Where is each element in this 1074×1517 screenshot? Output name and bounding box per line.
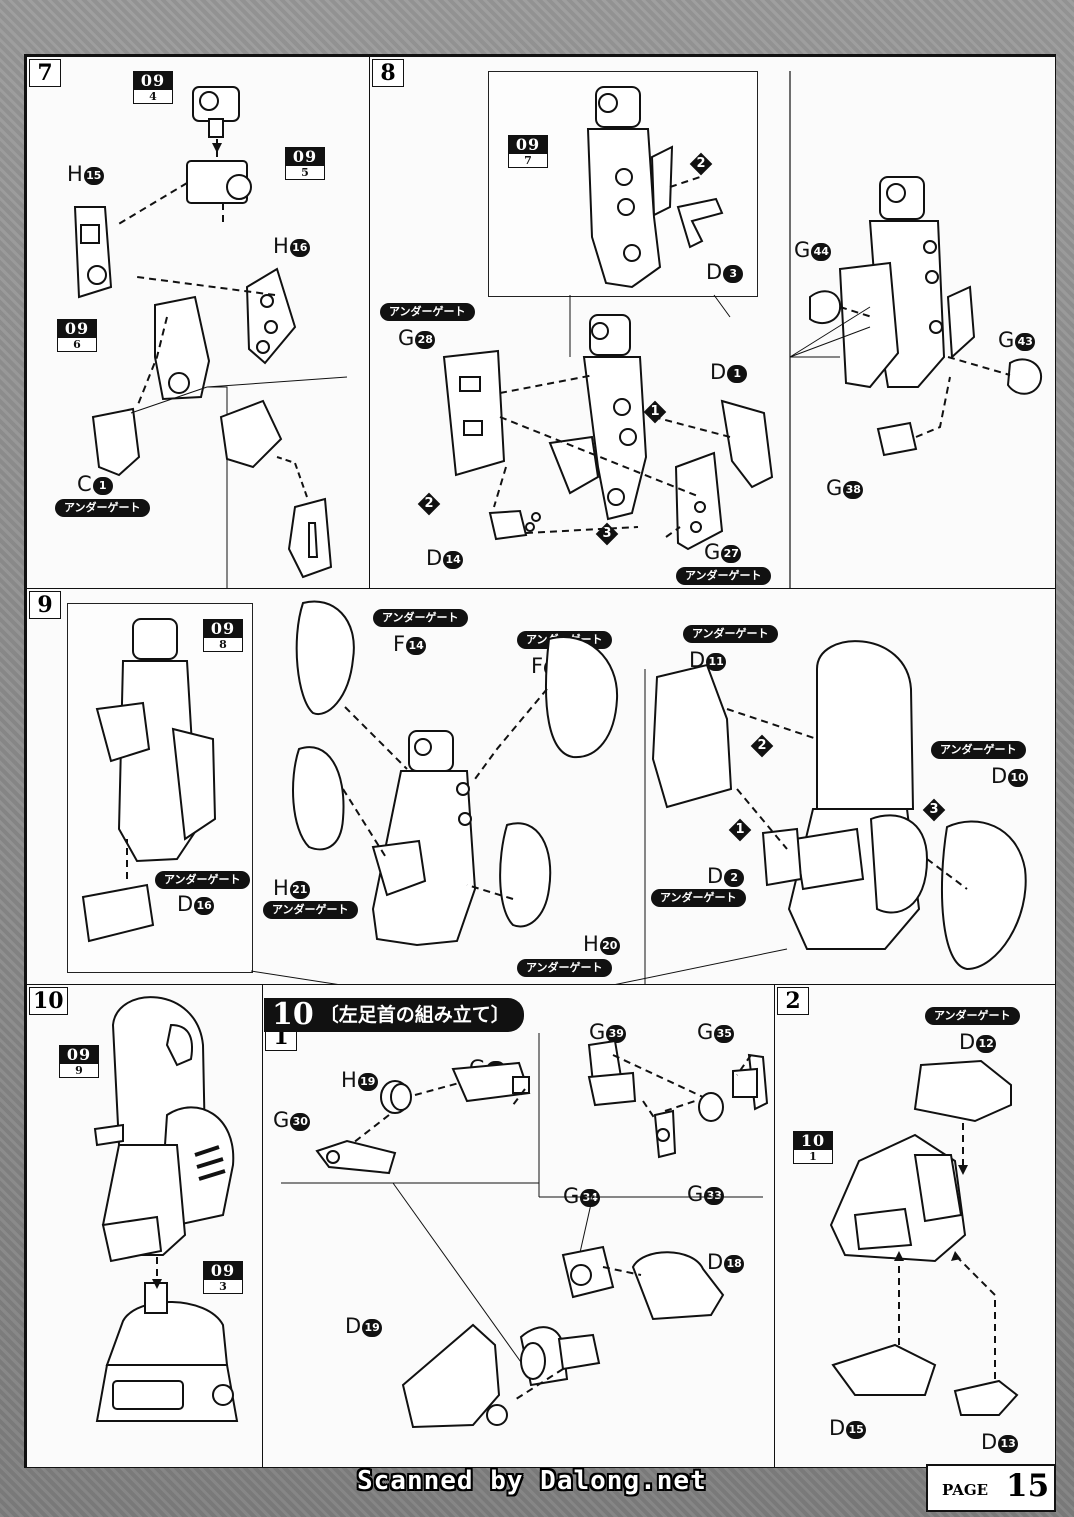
step-9-illustration	[81, 600, 1027, 990]
order-marker: 1	[728, 818, 752, 842]
reference-tag: 09 3	[203, 1261, 243, 1294]
step-8-illustration	[442, 71, 1043, 589]
reference-tag: 09 7	[508, 135, 548, 168]
under-gate-tag: アンダーゲート	[517, 959, 612, 977]
step-number: 10	[29, 987, 68, 1015]
step-10-panel: 10 09 9 09 3	[26, 984, 264, 1468]
page-number-box: PAGE 15	[926, 1464, 1056, 1512]
step-9-panel: 9 09 8 アンダーゲート D16 アンダーゲート F14 アンダーゲート F…	[26, 588, 1056, 990]
under-gate-tag: アンダーゲート	[380, 303, 475, 321]
scan-credit: Scanned by Dalong.net	[357, 1466, 707, 1496]
page-word: PAGE	[942, 1481, 989, 1499]
under-gate-tag: アンダーゲート	[155, 871, 250, 889]
step-number: 8	[372, 59, 404, 87]
step-7-illustration	[73, 86, 348, 589]
order-marker: 3	[922, 798, 946, 822]
reference-tag: 09 5	[285, 147, 325, 180]
under-gate-tag: アンダーゲート	[683, 625, 778, 643]
sub-step-1-illustration	[281, 1033, 769, 1429]
page-number: 15	[1006, 1468, 1050, 1504]
sub-step-2-illustration	[829, 1059, 1019, 1416]
reference-tag: 09 6	[57, 319, 97, 352]
order-marker: 3	[595, 522, 619, 546]
step-number: 7	[29, 59, 61, 87]
assembly-section-header: 10〔左足首の組み立て〕	[264, 998, 524, 1032]
reference-tag: 09 8	[203, 619, 243, 652]
order-marker: 2	[750, 734, 774, 758]
under-gate-tag: アンダーゲート	[263, 901, 358, 919]
order-marker: 1	[643, 400, 667, 424]
under-gate-tag: アンダーゲート	[925, 1007, 1020, 1025]
under-gate-tag: アンダーゲート	[651, 889, 746, 907]
sub-step-1-panel: 1 H19 G29 G30 G39 G35 G34 G33 D18 D19	[262, 984, 776, 1468]
order-marker: 2	[689, 152, 713, 176]
step-number: 2	[777, 987, 809, 1015]
reference-tag: 09 9	[59, 1045, 99, 1078]
reference-tag: 09 4	[133, 71, 173, 104]
order-marker: 2	[417, 492, 441, 516]
under-gate-tag: アンダーゲート	[676, 567, 771, 585]
under-gate-tag: アンダーゲート	[373, 609, 468, 627]
reference-tag: 10 1	[793, 1131, 833, 1164]
under-gate-tag: アンダーゲート	[931, 741, 1026, 759]
step-number: 9	[29, 591, 61, 619]
under-gate-tag: アンダーゲート	[55, 499, 150, 517]
step-10-illustration	[93, 996, 239, 1422]
